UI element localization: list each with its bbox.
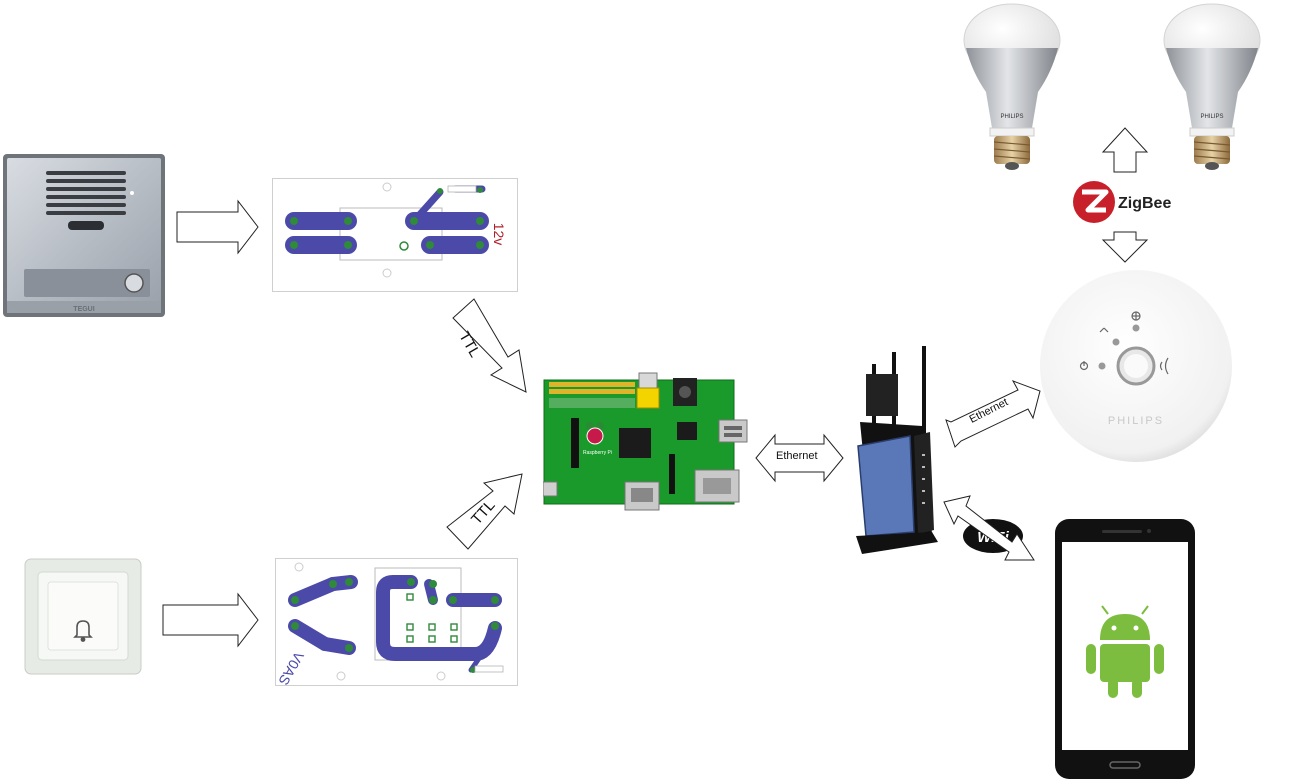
pcb1-voltage-label: 12v bbox=[491, 223, 507, 246]
arrow-intercom-to-pcb bbox=[176, 199, 259, 255]
arrow-doorbell-to-pcb bbox=[162, 592, 259, 648]
arrow-ethernet-pi-router bbox=[755, 433, 844, 483]
doorbell-board-pcb-bottom: V0AS bbox=[275, 558, 518, 686]
router-icon bbox=[856, 346, 938, 554]
intercom-panel-icon: TEGUI bbox=[3, 154, 165, 317]
philips-bulb-left-icon: PHILIPS bbox=[963, 3, 1061, 170]
bulb-left-brand: PHILIPS bbox=[1000, 114, 1023, 120]
android-phone-icon bbox=[1055, 519, 1195, 779]
arrow-ttl-top bbox=[452, 298, 527, 393]
doorbell-button-icon bbox=[24, 558, 142, 675]
android-logo-icon bbox=[1086, 605, 1164, 698]
arrow-wifi bbox=[943, 495, 1035, 561]
arrow-ethernet-router-hub bbox=[945, 380, 1041, 448]
arrow-zigbee-down bbox=[1101, 231, 1149, 263]
arrow-zigbee-up bbox=[1101, 127, 1149, 173]
zigbee-logo-icon: ZigBee bbox=[1073, 181, 1171, 223]
zigbee-label: ZigBee bbox=[1118, 195, 1171, 212]
pi-brand-label: Raspberry Pi bbox=[583, 450, 612, 456]
raspberry-pi-board-icon: Raspberry Pi bbox=[543, 372, 748, 511]
philips-bulb-right-icon: PHILIPS bbox=[1163, 3, 1261, 170]
bulb-right-brand: PHILIPS bbox=[1200, 114, 1223, 120]
relay-board-pcb-top: 12v bbox=[272, 178, 518, 292]
intercom-brand-label: TEGUI bbox=[73, 306, 94, 313]
hub-brand-label: PHILIPS bbox=[1108, 415, 1164, 427]
philips-hue-bridge-icon: PHILIPS bbox=[1040, 270, 1232, 462]
arrow-ttl-bottom bbox=[446, 473, 523, 550]
ethernet-pi-router-label: Ethernet bbox=[776, 450, 818, 462]
